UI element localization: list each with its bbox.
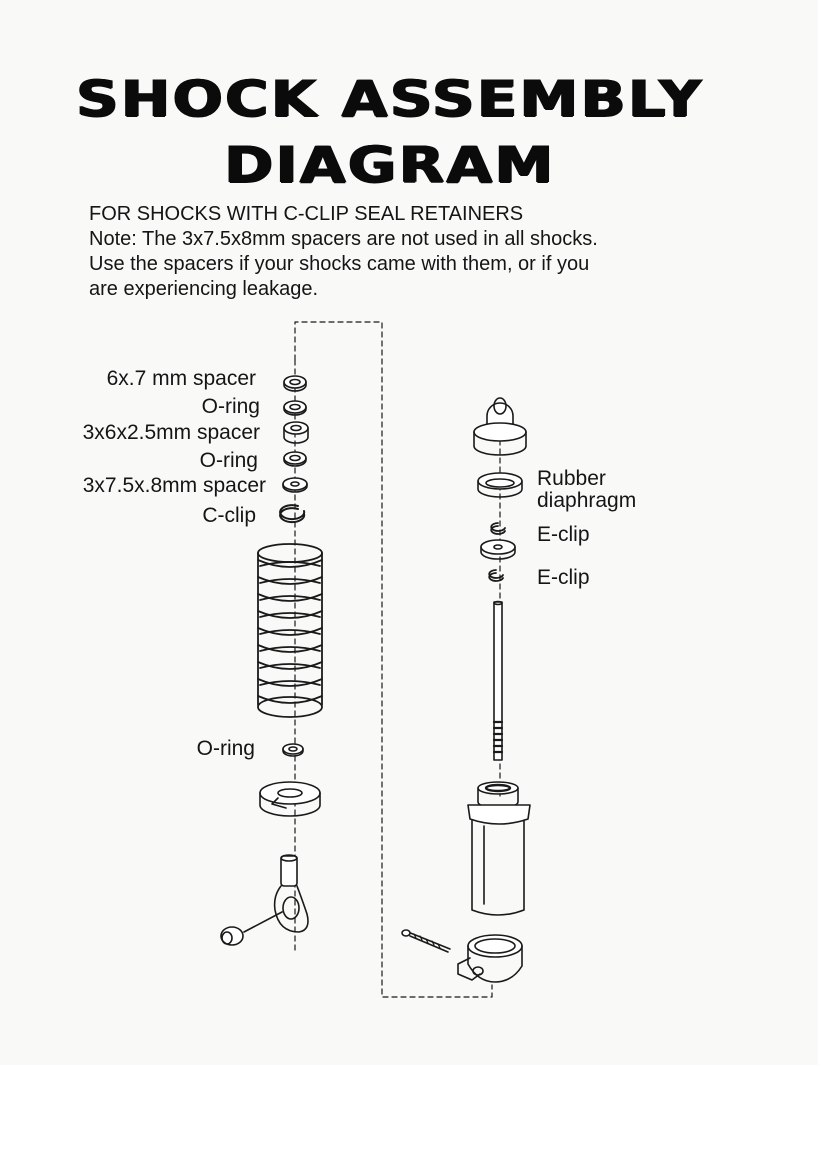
pivot-ball-part: [220, 911, 283, 946]
label-spacer-3x75x8: 3x7.5x.8mm spacer: [82, 474, 266, 497]
assembly-note: FOR SHOCKS WITH C-CLIP SEAL RETAINERS No…: [89, 202, 729, 302]
piston-part: [480, 539, 516, 560]
page-title-line-1: SHOCK ASSEMBLY: [76, 70, 704, 128]
rubber-diaphragm-part: [477, 472, 523, 498]
label-oring-3: O-ring: [196, 737, 255, 760]
page-title-line-2: DIAGRAM: [224, 136, 556, 194]
rod-end-part: [273, 854, 309, 933]
oring-3-part: [282, 743, 304, 757]
mount-screw-part: [401, 929, 451, 953]
spring-retainer-part: [259, 781, 321, 817]
label-oring-2: O-ring: [199, 449, 258, 472]
note-line-4: are experiencing leakage.: [89, 278, 319, 300]
cclip-part: [279, 504, 306, 524]
label-eclip-2: E-clip: [537, 566, 590, 589]
label-eclip-1: E-clip: [537, 523, 590, 546]
label-rubber-line-1: Rubber: [537, 467, 606, 490]
oring-1-part: [283, 400, 307, 416]
shock-body-part: [467, 781, 531, 916]
eclip-2-part: [488, 569, 504, 582]
spacer-3x75x8-part: [282, 477, 308, 493]
label-rubber-line-2: diaphragm: [537, 489, 637, 512]
spacer-6x7-part: [283, 375, 307, 392]
label-spacer-3x6x25: 3x6x2.5mm spacer: [82, 421, 260, 444]
dashed-assembly-path: [294, 321, 501, 998]
oring-2-part: [283, 451, 307, 467]
label-spacer-6x7: 6x.7 mm spacer: [106, 367, 256, 390]
eclip-1-part: [490, 522, 506, 535]
lower-mount-part: [457, 934, 523, 983]
shock-cap-part: [473, 397, 527, 456]
spacer-3x6x25-part: [283, 421, 309, 444]
label-cclip: C-clip: [202, 504, 256, 527]
note-line-3: Use the spacers if your shocks came with…: [89, 253, 590, 275]
shock-shaft-part: [492, 600, 504, 761]
spring-part: [257, 543, 323, 718]
instruction-sheet: [0, 0, 818, 1065]
label-oring-1: O-ring: [201, 395, 260, 418]
note-line-1: FOR SHOCKS WITH C-CLIP SEAL RETAINERS: [89, 203, 524, 225]
note-line-2: Note: The 3x7.5x8mm spacers are not used…: [89, 228, 598, 250]
